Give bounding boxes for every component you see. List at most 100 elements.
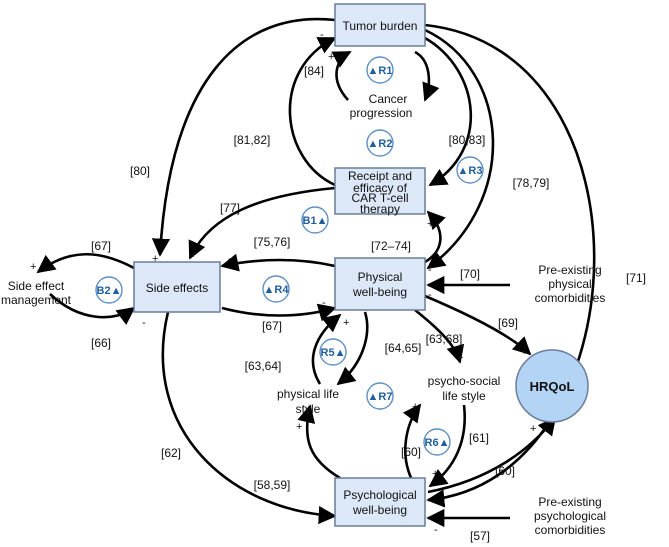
loop-r6-icon	[423, 428, 451, 456]
var-pre-psych-1: Pre-existing	[538, 495, 601, 509]
ref-62: [62]	[161, 446, 181, 460]
loop-r2: ▲R2	[368, 138, 393, 150]
sign-minus: -	[432, 37, 436, 49]
ref-66: [66]	[91, 336, 111, 350]
loop-r1-icon	[366, 56, 394, 84]
sign-minus: -	[432, 491, 436, 503]
node-tumor-burden-label: Tumor burden	[343, 19, 418, 33]
sign-minus: -	[428, 289, 432, 301]
sign-plus: +	[457, 352, 463, 364]
node-receipt-label-3: CAR T-cell	[351, 191, 408, 205]
sign-minus: -	[320, 29, 324, 41]
sign-minus: -	[433, 178, 437, 190]
node-side-effects-label: Side effects	[146, 281, 208, 295]
sign-minus: -	[228, 253, 232, 265]
sign-minus: -	[327, 314, 331, 326]
node-psych-label-2: well-being	[352, 503, 407, 517]
sign-plus: +	[152, 253, 158, 265]
edge-psych-to-psychosocial	[402, 403, 422, 481]
sign-plus: +	[296, 421, 302, 433]
var-psychosocial-1: psycho-social	[428, 374, 501, 388]
node-side-effects	[133, 261, 221, 313]
reference-labels: [84] [81,82] [80,83] [80] [78,79] [71] […	[91, 64, 646, 543]
ref-57: [57]	[470, 529, 490, 543]
node-receipt-efficacy	[334, 167, 426, 215]
sign-plus: +	[342, 374, 348, 386]
sign-plus: +	[343, 317, 349, 329]
loop-r1: ▲R1	[368, 65, 393, 77]
edge-tumor-to-psych	[424, 23, 596, 508]
ref-63-68: [63,68]	[426, 332, 463, 346]
loop-r4-icon	[262, 275, 290, 303]
ref-80-83: [80,83]	[449, 133, 486, 147]
edge-side-effects-to-physical	[221, 303, 337, 322]
ref-84: [84]	[304, 64, 324, 78]
ref-80: [80]	[130, 164, 150, 178]
loop-r5-icon	[319, 338, 347, 366]
sign-plus: +	[412, 401, 418, 413]
node-physical-wellbeing	[334, 257, 426, 311]
variables: Cancer progression Side effect managemen…	[1, 92, 606, 537]
var-physical-lifestyle-1: physical life	[277, 387, 339, 401]
ref-69: [69]	[498, 316, 518, 330]
ref-58-59: [58,59]	[254, 478, 291, 492]
loop-r6: R6▲	[425, 437, 450, 449]
edge-receipt-to-tumor	[288, 36, 337, 187]
node-receipt-label-4: therapy	[360, 202, 400, 216]
loop-b2-icon	[95, 276, 123, 304]
sign-plus: +	[427, 218, 433, 230]
edge-physical-to-lifestyle	[336, 311, 369, 386]
ref-64-65: [64,65]	[385, 341, 422, 355]
polarity-signs: - + + - - + + + - + - - - - + - + + + + …	[30, 29, 536, 536]
var-cancer-progression-1: Cancer	[369, 92, 408, 106]
var-pre-physical-2: physical	[548, 277, 591, 291]
sign-minus: -	[142, 317, 146, 329]
ref-60-b: [60]	[495, 464, 515, 478]
edge-psych-to-hrqol	[427, 416, 557, 494]
edge-tumor-to-side-effects	[151, 17, 336, 257]
edge-lifestyle-to-physical	[311, 313, 342, 385]
var-pre-psych-2: psychological	[534, 509, 606, 523]
sign-plus: +	[30, 261, 36, 273]
loop-r2-icon	[366, 129, 394, 157]
edge-tumor-to-physical	[424, 28, 495, 270]
ref-75-76: [75,76]	[254, 235, 291, 249]
edge-progression-to-tumor	[331, 50, 352, 101]
ref-63-64: [63,64]	[245, 359, 282, 373]
var-cancer-progression-2: progression	[350, 106, 413, 120]
edges	[36, 17, 596, 528]
sign-minus: -	[322, 297, 326, 309]
ref-81-82: [81,82]	[234, 133, 271, 147]
sign-plus: +	[328, 51, 334, 63]
loop-r4: ▲R4	[264, 284, 290, 296]
edge-physical-to-psychosocial	[414, 308, 465, 364]
node-receipt-label-1: Receipt and	[348, 169, 412, 183]
ref-60-a: [60]	[401, 445, 421, 459]
sign-plus: +	[190, 249, 196, 261]
edge-psych-to-lifestyle	[297, 404, 341, 480]
loop-r3-icon	[456, 156, 484, 184]
node-hrqol	[515, 349, 589, 423]
node-hrqol-label: HRQoL	[530, 379, 575, 394]
ref-77: [77]	[220, 201, 240, 215]
edge-tumor-to-receipt	[424, 36, 473, 187]
node-psychological-wellbeing	[334, 477, 426, 527]
ref-61: [61]	[469, 431, 489, 445]
sign-plus: +	[432, 468, 438, 480]
sign-plus: +	[530, 423, 536, 435]
loop-r7-icon	[366, 382, 394, 410]
ref-70: [70]	[460, 267, 480, 281]
loop-r3: ▲R3	[458, 165, 483, 177]
edge-physical-to-receipt	[424, 210, 446, 264]
var-side-effect-mgmt-1: Side effect	[8, 279, 65, 293]
edge-side-effects-to-management	[36, 253, 135, 274]
var-pre-physical-1: Pre-existing	[538, 263, 601, 277]
loop-markers	[95, 56, 484, 456]
ref-72-74: [72–74]	[371, 239, 411, 253]
var-pre-psych-3: comorbidities	[535, 523, 606, 537]
ref-78-79: [78,79]	[513, 176, 550, 190]
loop-r5: R5▲	[321, 347, 346, 359]
loop-b1-icon	[301, 206, 329, 234]
edge-side-effects-to-psych	[161, 311, 337, 525]
